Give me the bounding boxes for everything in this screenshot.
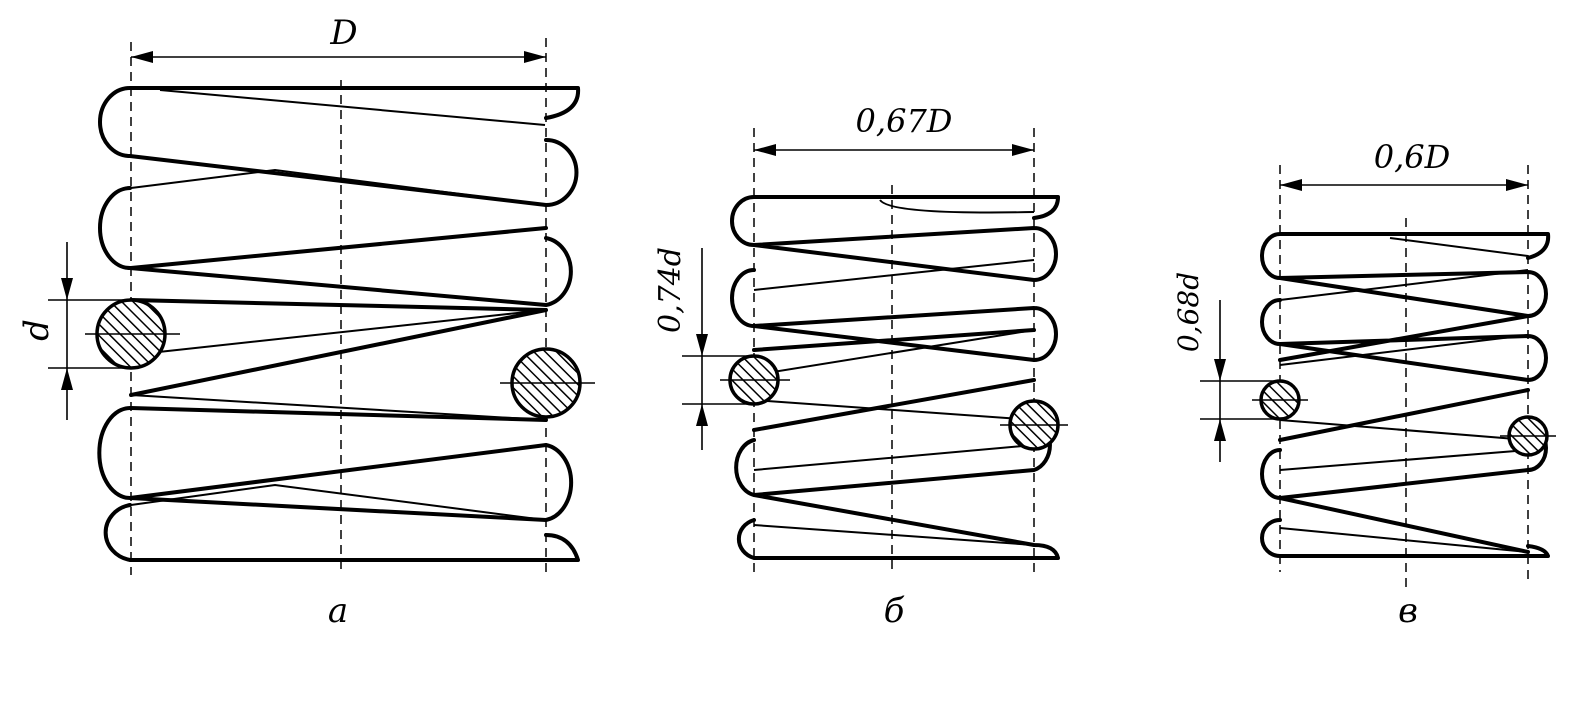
- spring-c-coil-wire: [1260, 232, 1551, 558]
- spring-a-coil-wire: [97, 86, 581, 562]
- spring-a: D d а: [17, 13, 595, 631]
- spring-a-caption: а: [328, 591, 348, 631]
- spring-b-wire-label: 0,74d: [653, 247, 688, 333]
- spring-c-wire-label: 0,68d: [1172, 272, 1205, 352]
- spring-b-caption: б: [884, 591, 905, 631]
- spring-c-diameter-label: 0,6D: [1374, 138, 1451, 176]
- spring-a-diameter-label: D: [329, 13, 357, 53]
- spring-b-back-coils: [753, 199, 1035, 546]
- spring-c-caption: в: [1398, 591, 1418, 631]
- spring-c: 0,6D 0,68d в: [1172, 138, 1556, 631]
- spring-a-wire-label: d: [17, 319, 57, 341]
- spring-b: 0,67D 0,74d б: [653, 102, 1068, 631]
- spring-c-back-coils: [1279, 237, 1529, 553]
- spring-b-diameter-label: 0,67D: [856, 102, 953, 140]
- spring-b-coil-wire: [730, 195, 1060, 560]
